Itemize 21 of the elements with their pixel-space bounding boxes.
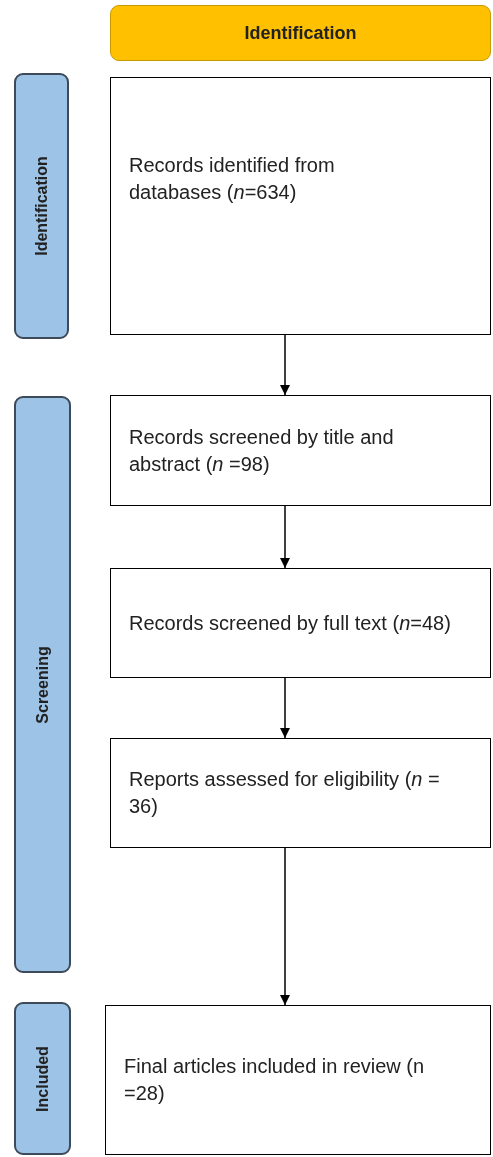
arrow: [279, 847, 291, 1006]
band-label: Included: [33, 1045, 52, 1112]
box-text: Records screened by full text (n=48): [129, 610, 451, 636]
phase-band: [14, 396, 71, 973]
process-box: [110, 77, 491, 335]
arrow: [279, 677, 291, 739]
arrow: [279, 334, 291, 396]
box-text: Records screened by title and abstract (n =98): [129, 424, 395, 477]
box-text: Records identified from databases (n=634): [129, 153, 336, 205]
box-text: Final articles included in review (n =28): [124, 1054, 426, 1106]
process-box: [105, 1005, 491, 1155]
process-box: [110, 738, 491, 848]
arrow: [279, 505, 291, 569]
process-box: [110, 395, 491, 506]
process-box: [110, 568, 491, 678]
band-label: Screening: [33, 645, 52, 724]
phase-band: [14, 73, 69, 339]
band-label: Identification: [32, 156, 51, 256]
phase-band: [14, 1002, 71, 1155]
phase-header: Identification: [110, 5, 491, 61]
box-text: Reports assessed for eligibility (n = 36): [129, 767, 441, 819]
